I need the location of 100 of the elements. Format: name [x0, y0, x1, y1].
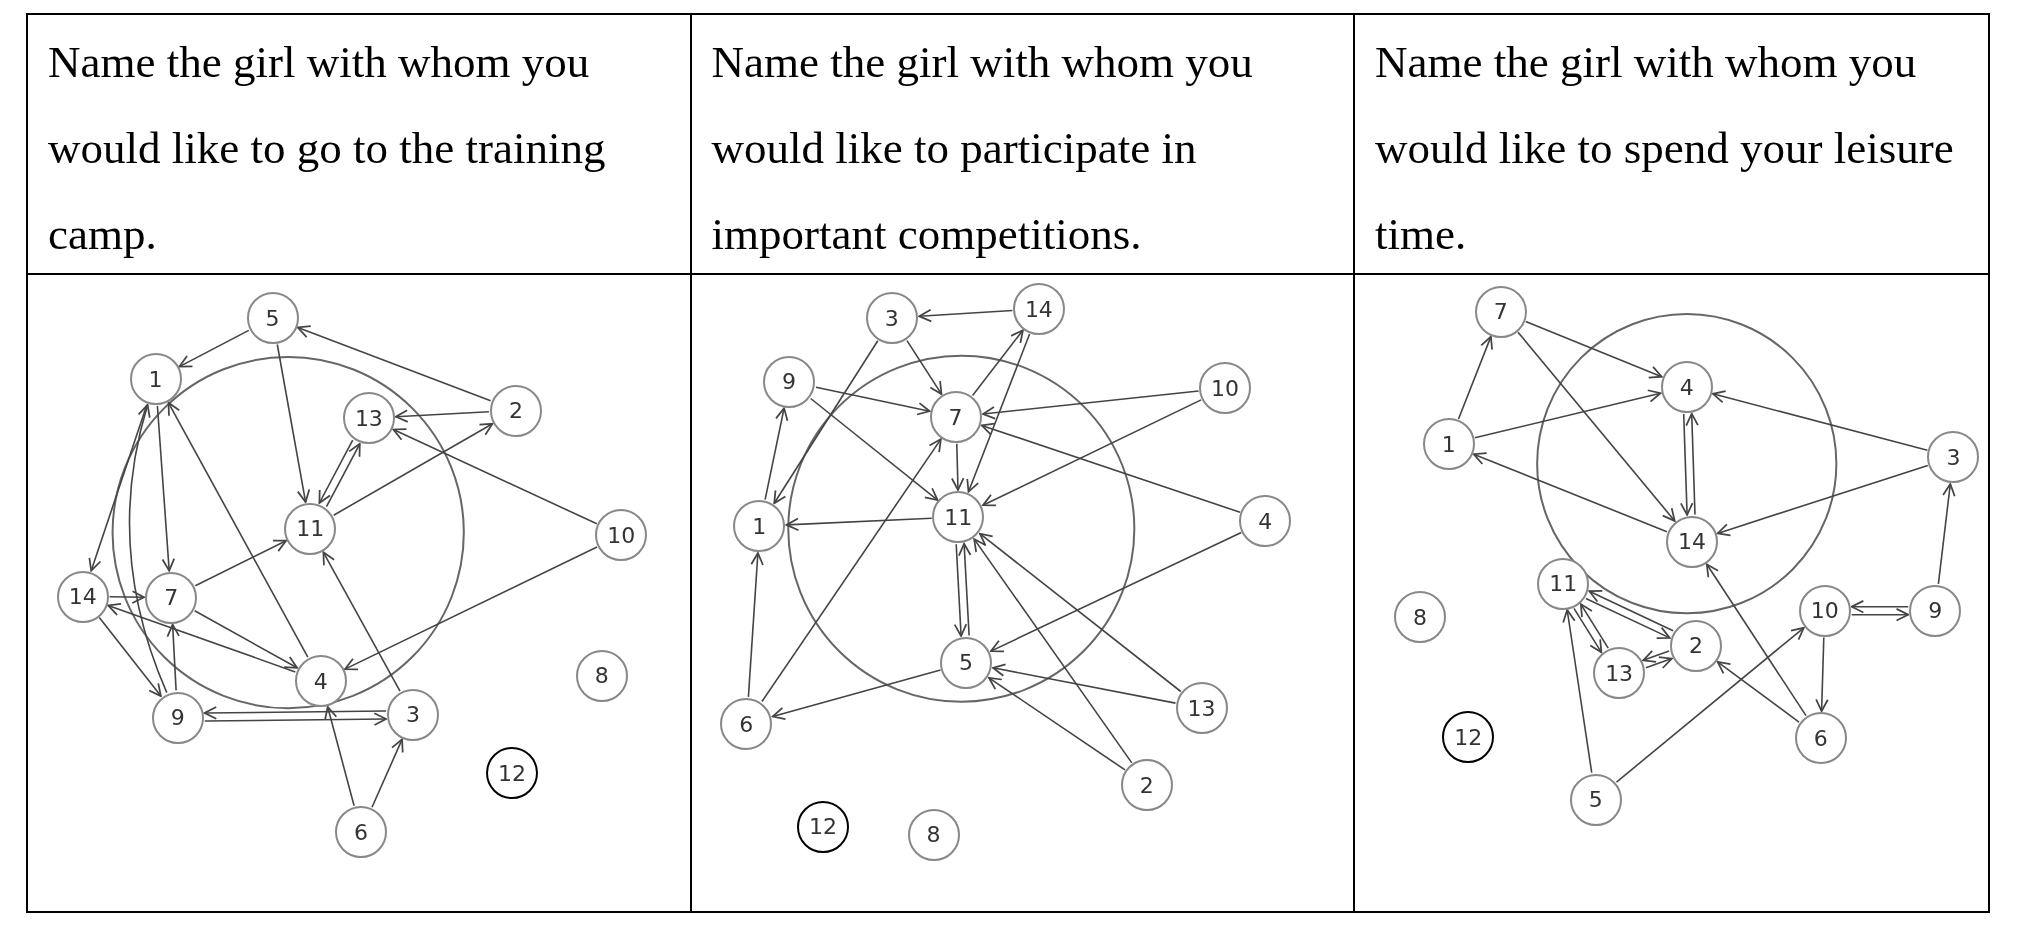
- arrow: [1457, 335, 1493, 420]
- arrow: [809, 397, 938, 502]
- person-circle: 12: [1442, 711, 1495, 764]
- arrow: [1937, 483, 1956, 585]
- question-text: Name the girl with whom you would like to go to the training camp.: [47, 36, 607, 261]
- arrow: [1705, 563, 1807, 717]
- person-circle: 6: [335, 806, 388, 858]
- person-circle: 1: [129, 353, 182, 406]
- arrow: [107, 603, 297, 673]
- arrow: [1850, 600, 1910, 614]
- arrow: [203, 706, 387, 720]
- arrow: [325, 443, 361, 508]
- person-circle: 4: [294, 655, 347, 708]
- arrow: [1712, 390, 1929, 452]
- arrow: [1716, 464, 1929, 537]
- person-circle: 14: [56, 570, 109, 623]
- arrow: [747, 552, 764, 698]
- person-circle: 3: [387, 688, 440, 741]
- arrow: [772, 340, 879, 505]
- arrow: [193, 610, 298, 669]
- arrow: [128, 404, 168, 694]
- arrow: [957, 543, 971, 637]
- arrow: [324, 706, 355, 807]
- arrow: [156, 405, 176, 572]
- person-circle: 11: [284, 502, 337, 555]
- arrow: [1474, 389, 1662, 439]
- arrow: [108, 590, 145, 604]
- person-circle: 13: [1175, 682, 1228, 735]
- sociogram-panel: [1353, 273, 1990, 913]
- arrow: [203, 712, 387, 727]
- person-circle: 10: [1798, 584, 1851, 637]
- arrow: [981, 390, 1199, 420]
- person-circle: 4: [1239, 495, 1292, 548]
- arrow: [318, 439, 354, 505]
- arrow: [771, 669, 941, 721]
- arrow: [1472, 452, 1668, 533]
- person-circle: 8: [907, 808, 960, 861]
- arrow: [178, 329, 250, 368]
- person-circle: 5: [246, 292, 299, 345]
- arrow: [905, 340, 942, 396]
- person-circle: 8: [575, 649, 628, 702]
- person-circle: 7: [929, 391, 982, 443]
- arrow: [296, 325, 492, 402]
- arrow: [1562, 609, 1593, 774]
- arrow: [917, 309, 1013, 323]
- arrow: [392, 428, 598, 525]
- arrow: [371, 738, 404, 809]
- arrow: [344, 546, 598, 671]
- question-text: Name the girl with whom you would like to spend your leisure time.: [1374, 36, 1955, 261]
- arrow: [971, 329, 1024, 397]
- arrow: [1680, 413, 1694, 516]
- person-circle: 1: [1422, 418, 1475, 471]
- person-circle: 13: [1593, 647, 1646, 700]
- arrow: [814, 386, 931, 416]
- arrow: [785, 517, 932, 532]
- person-circle: 2: [489, 384, 542, 437]
- arrow: [1645, 656, 1673, 670]
- arrow: [981, 399, 1202, 507]
- arrow: [394, 409, 490, 423]
- person-circle: 5: [1569, 773, 1622, 826]
- arrow: [1642, 650, 1670, 663]
- arrow: [978, 533, 1182, 693]
- person-circle: 3: [1927, 431, 1980, 484]
- arrow: [276, 343, 311, 504]
- person-circle: 9: [151, 691, 204, 744]
- arrow: [972, 538, 1133, 764]
- arrow: [1585, 597, 1671, 640]
- arrow: [1685, 413, 1699, 516]
- person-circle: 10: [1198, 362, 1251, 415]
- arrow: [1716, 661, 1800, 724]
- arrow: [98, 617, 162, 698]
- arrow: [322, 551, 401, 693]
- arrow: [332, 423, 494, 517]
- person-circle: 7: [1474, 285, 1527, 338]
- person-circle: 12: [486, 747, 538, 800]
- person-circle: 9: [763, 355, 816, 408]
- arrow: [989, 531, 1242, 653]
- person-circle: 10: [595, 509, 648, 562]
- person-circle: 4: [1660, 361, 1713, 414]
- arrow: [1579, 603, 1610, 650]
- person-circle: 2: [1120, 759, 1173, 812]
- arrow: [1573, 607, 1603, 654]
- person-circle: 12: [796, 800, 849, 853]
- person-circle: 8: [1394, 591, 1447, 644]
- arrow: [980, 422, 1241, 514]
- person-circle: 6: [1794, 712, 1847, 765]
- arrow: [991, 663, 1176, 705]
- arrow: [1815, 637, 1829, 713]
- arrow: [1588, 590, 1674, 632]
- arrow: [167, 402, 309, 659]
- person-circle: 13: [342, 392, 395, 445]
- arrow: [760, 438, 942, 703]
- arrow: [194, 540, 287, 587]
- person-circle: 6: [720, 698, 773, 751]
- person-circle: 11: [932, 491, 985, 544]
- person-circle: 14: [1012, 283, 1065, 335]
- person-circle: 1: [733, 500, 786, 553]
- arrow: [1615, 627, 1805, 784]
- question-text: Name the girl with whom you would like to participate in important competitions.: [710, 36, 1254, 261]
- person-circle: 2: [1669, 620, 1722, 672]
